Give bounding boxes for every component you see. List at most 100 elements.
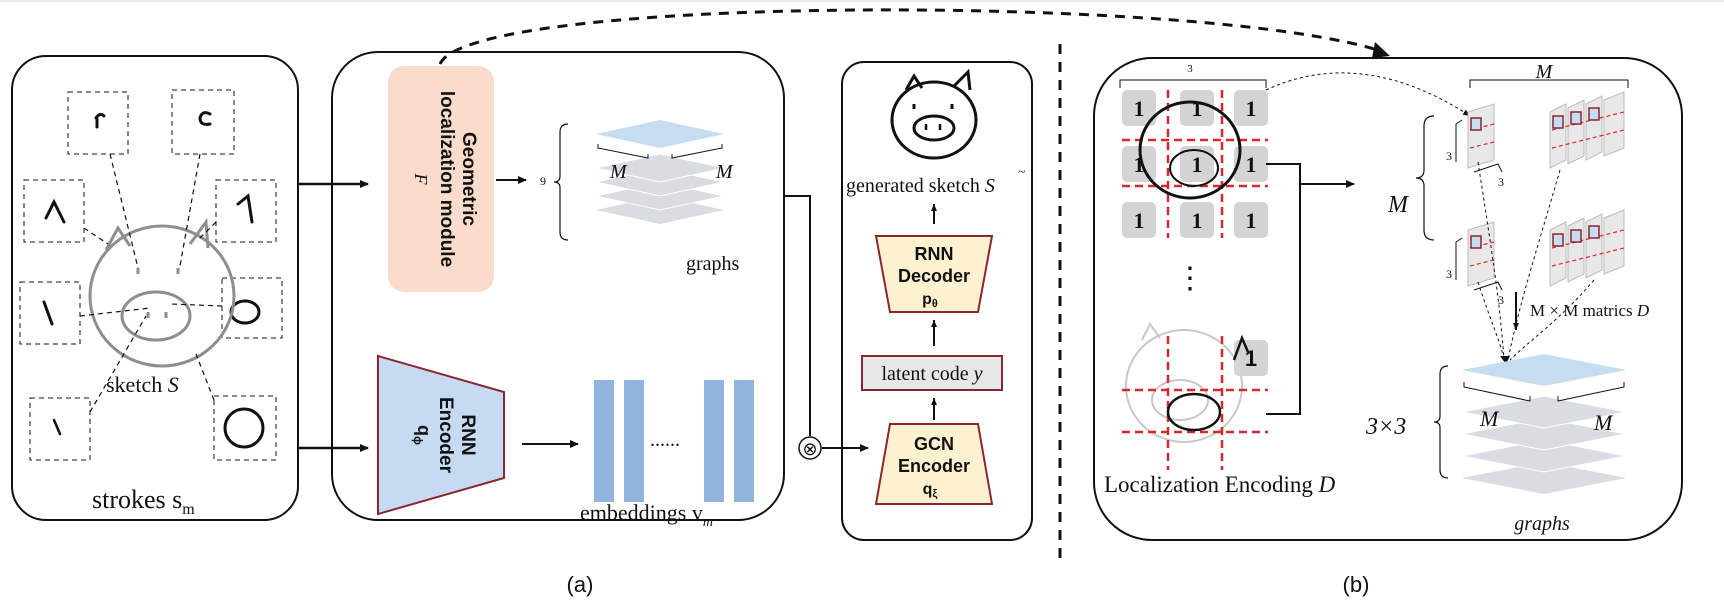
generated-label: generated sketch [846,175,980,197]
svg-text:embeddings vm: embeddings vm [580,500,713,530]
svg-text:M × M matrics D: M × M matrics D [1530,301,1650,320]
dashed-arc-arrow [438,8,1385,65]
gcn-encoder: GCN Encoder qξ [874,423,994,505]
geometric-localization-module: Geometric localization module F [388,66,494,292]
vertical-dots: ⋮ [1175,262,1205,295]
tile-glyph: 1 [1192,152,1203,177]
embeddings: ...... [594,380,754,502]
pig-sketch [88,217,236,368]
graph-stack-b: M M [1461,354,1627,494]
embeddings-label: embeddings v [580,500,703,525]
localization-symbol: D [1318,472,1336,497]
tile-glyph: 1 [1192,208,1203,233]
embeddings-sub: m [703,515,713,530]
M-bracket-label: M [1535,61,1554,83]
rnn-encoder: RNN Encoder qϕ [377,354,505,516]
rnn-decoder-line2: Decoder [898,266,970,286]
grid-size-label: 3 [1187,63,1193,75]
matrix-dim-b: 3 [1498,293,1504,307]
caption-b: (b) [1343,572,1370,597]
generated-symbol: S [985,175,995,197]
geo-symbol: F [411,173,431,186]
localization-label: Localization Encoding [1104,472,1313,497]
matrix-dim-b: 3 [1498,175,1504,189]
rnn-decoder-symbol: p [922,291,932,308]
graph-count-b: 3×3 [1365,414,1406,440]
svg-text:sketch S: sketch S [106,372,179,397]
graphs-label: graphs [686,253,740,275]
grid-connector [1266,163,1301,415]
strokes-sub: m [182,501,195,518]
latent-symbol: y [972,363,983,385]
grid-to-matrix-dotted [1265,72,1471,117]
graph-dim-left: M [609,161,628,183]
rnn-encoder-line2: Encoder [435,397,456,474]
svg-text:pθ: pθ [922,291,938,310]
stroke-box [19,281,81,345]
decoder-panel [841,61,1033,541]
gcn-encoder-line1: GCN [914,434,954,454]
matrix-dim-a: 3 [1446,267,1452,281]
combine-symbol: ⊗ [802,439,817,459]
gcn-encoder-line2: Encoder [898,456,970,476]
svg-text:strokes sm: strokes sm [92,485,195,518]
stroke-box [221,277,283,339]
graph-b-dim-right: M [1593,410,1614,435]
M-side-label: M [1387,192,1410,218]
sketch-symbol: S [168,372,179,397]
rnn-encoder-line1: RNN [457,414,478,455]
graphs-b-label: graphs [1514,513,1570,535]
svg-text:generated sketch S: generated sketch S [846,175,995,197]
matrices-label: M × M matrics [1530,301,1633,320]
stroke-box [215,179,277,243]
sketch-label: sketch [106,372,162,397]
latent-label: latent code [881,363,968,385]
matrix-dim-a: 3 [1446,149,1452,163]
localization-panel [1093,57,1683,541]
gcn-encoder-symbol: q [923,481,933,498]
strokes-panel: sketch S strokes sm [11,55,299,521]
tile-glyph: 1 [1192,96,1203,121]
tile-glyph: 1 [1245,346,1257,371]
geo-line1: Geometric [458,132,479,226]
graph-b-dim-left: M [1479,406,1500,431]
latent-code: latent code y [861,355,1003,391]
stroke-box [171,89,235,155]
embedding-bar [734,380,754,502]
svg-text:latent code y: latent code y [881,363,982,385]
svg-text:qϕ: qϕ [411,425,434,445]
geo-line2: localization module [436,91,457,267]
embeddings-ellipsis: ...... [650,429,680,451]
gcn-encoder-sub: ξ [932,488,937,500]
localization-grid-bottom: 1 [1122,322,1268,470]
combine-circle [798,436,822,460]
stroke-box [23,179,85,243]
tile-glyph: 1 [1246,96,1257,121]
svg-text:qξ: qξ [923,481,938,500]
svg-text:Localization Encoding D: Localization Encoding D [1104,472,1336,497]
embedding-bar [704,380,724,502]
tile-glyph: 1 [1134,208,1145,233]
encoder-panel [331,51,785,521]
matrices-symbol: D [1636,301,1650,320]
tile-glyph: 1 [1246,208,1257,233]
rnn-encoder-symbol: q [414,425,434,436]
rnn-decoder: RNN Decoder pθ [874,235,994,313]
tile-glyph: 1 [1134,152,1145,177]
matrices-group: M 3 3 [1387,61,1629,364]
tile-glyph: 1 [1134,96,1145,121]
stroke-box [213,395,277,461]
caption-a: (a) [567,572,594,597]
rnn-decoder-sub: θ [932,298,938,310]
rnn-decoder-line1: RNN [915,244,954,264]
strokes-label: strokes s [92,485,182,514]
stroke-box [29,397,91,461]
graph-stack-a: M M [595,120,734,224]
graph-count: 9 [540,174,546,188]
tile-glyph: 1 [1246,152,1257,177]
dashed-arc-head [1372,42,1390,58]
embedding-bar [624,380,644,502]
tilde-mark: ~ [1018,165,1026,180]
generated-pig [890,68,978,160]
